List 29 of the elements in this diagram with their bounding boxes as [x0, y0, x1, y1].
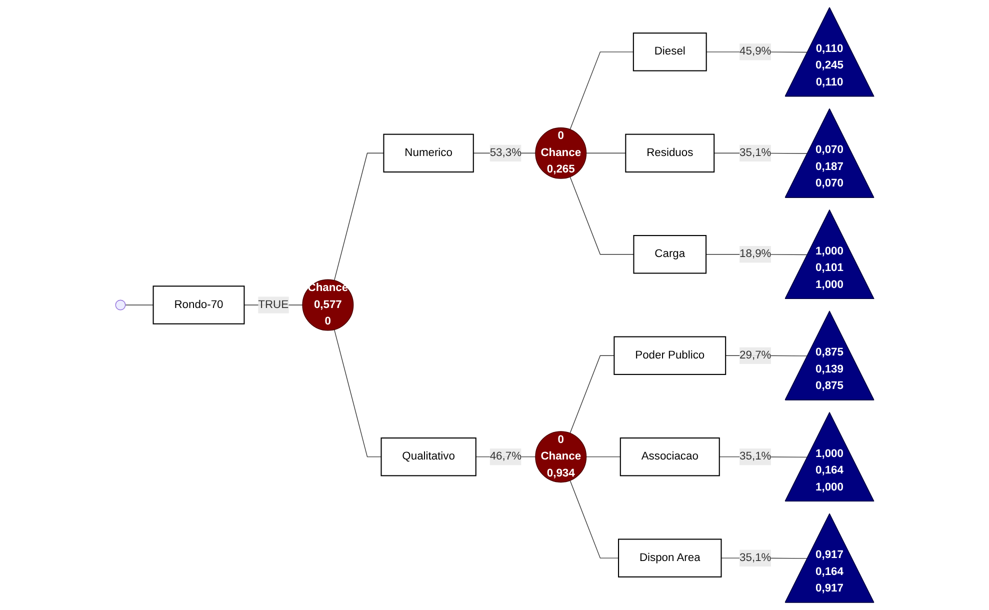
node-box: Dispon Area: [618, 538, 722, 578]
node-circle: 0 Chance 0,265: [534, 127, 586, 179]
connector: [570, 480, 619, 558]
node-box: Diesel: [632, 32, 707, 72]
edge-label: 35,1%: [739, 450, 771, 462]
connector: [586, 456, 621, 458]
connector: [334, 152, 384, 281]
connector: [334, 329, 382, 458]
node-box: Rondo-70: [152, 286, 244, 324]
edge-label: TRUE: [258, 298, 288, 311]
edge-label: 35,1%: [739, 146, 771, 159]
connector: [124, 304, 154, 306]
connector: [570, 52, 634, 130]
node-box: Qualitativo: [380, 437, 476, 476]
edge-label: 29,7%: [739, 349, 771, 362]
node-circle: 0 Chance 0,934: [534, 431, 586, 483]
connector: [570, 176, 634, 255]
edge-label: 45,9%: [739, 46, 771, 58]
edge-label: 53,3%: [490, 146, 522, 159]
node-box: Poder Publico: [613, 336, 726, 375]
node-box: Residuos: [624, 134, 714, 173]
node-box: Carga: [633, 235, 706, 274]
edge-label: 18,9%: [739, 248, 771, 260]
node-box: Numerico: [382, 134, 474, 173]
connector: [570, 355, 614, 434]
edge-label: 35,1%: [739, 552, 771, 564]
edge-label: 46,7%: [490, 450, 522, 462]
node-box: Associacao: [620, 437, 720, 476]
connector: [586, 152, 626, 154]
